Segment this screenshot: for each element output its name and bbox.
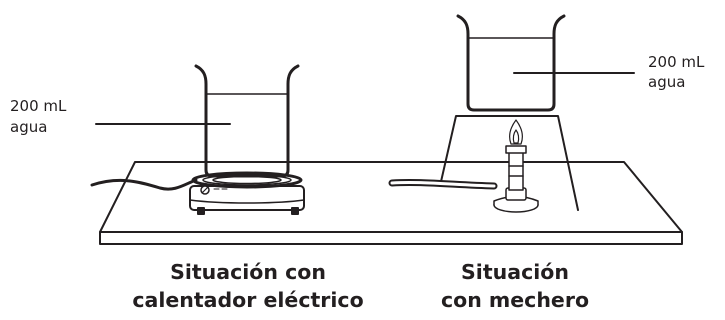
beaker-left <box>194 64 300 178</box>
bunsen-burner <box>493 145 539 213</box>
liquid-label-right: agua <box>648 73 686 91</box>
control-knob <box>200 185 210 195</box>
caption-burner: Situación con mechero <box>420 258 610 314</box>
caption-hot-plate: Situación con calentador eléctrico <box>128 258 368 314</box>
power-cord-left <box>90 178 198 191</box>
beaker-right <box>456 14 566 112</box>
volume-label-left: 200 mL <box>10 97 67 115</box>
lab-table <box>99 161 683 245</box>
volume-label-right: 200 mL <box>648 53 705 71</box>
flame <box>509 119 523 145</box>
burner-stand <box>439 115 579 211</box>
gas-hose <box>388 178 498 190</box>
liquid-label-left: agua <box>10 118 48 136</box>
caption-burner-line1: Situación <box>461 260 569 284</box>
caption-burner-line2: con mechero <box>440 288 590 312</box>
caption-hot-plate-line2: calentador eléctrico <box>132 288 364 312</box>
caption-hot-plate-line1: Situación con <box>170 260 326 284</box>
